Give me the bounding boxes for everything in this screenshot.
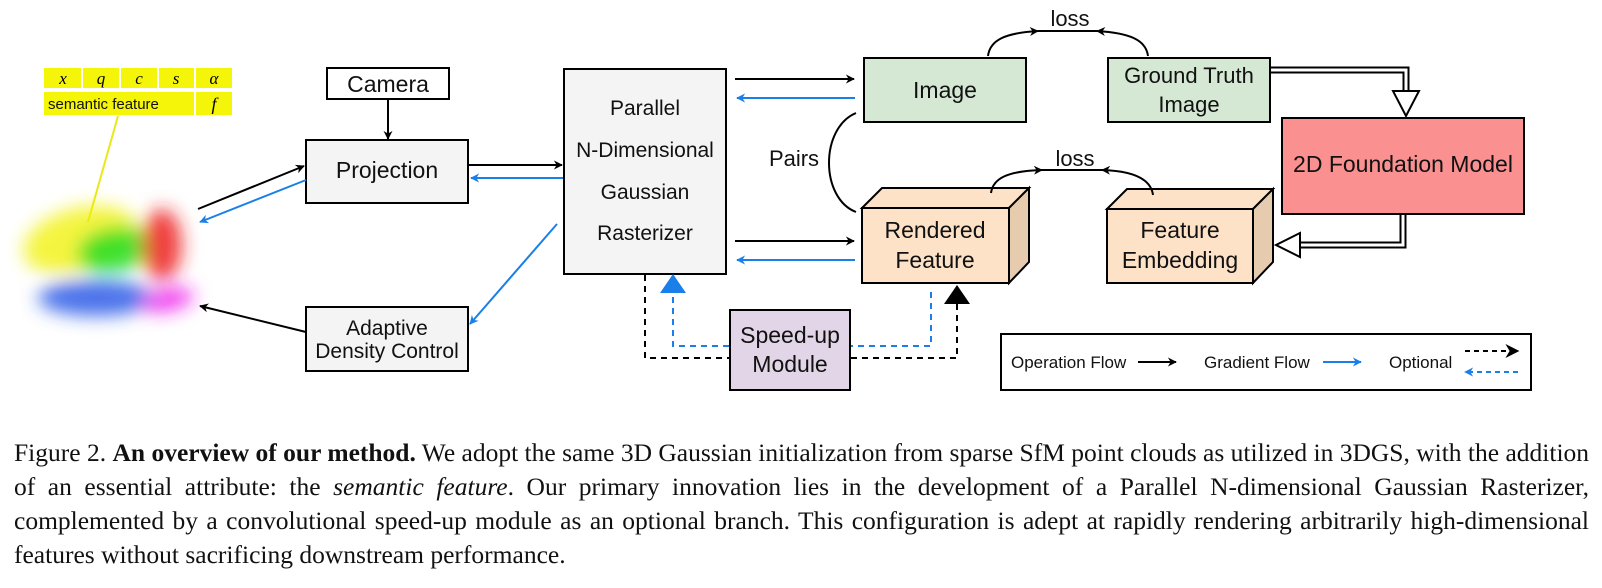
attr-f: f: [211, 94, 219, 114]
projection-label: Projection: [336, 157, 438, 183]
op-arrow-gaussians-to-projection: [197, 164, 305, 210]
image-label: Image: [913, 77, 977, 103]
legend-box: [1000, 333, 1532, 391]
ground-truth-label-line2: Image: [1158, 92, 1219, 117]
adaptive-label-line1: Adaptive: [346, 317, 428, 340]
optional-black-dashed-rasterizer-to-speedup: [644, 275, 729, 359]
attr-x: x: [58, 69, 67, 88]
speedup-module-box: [729, 309, 851, 391]
speedup-label-line2: Module: [752, 351, 827, 377]
optional-blue-dashed-speedup-to-rasterizer: [672, 288, 729, 347]
rendered-feature-label-line2: Feature: [895, 247, 974, 273]
loss-bottom-label: loss: [1055, 146, 1094, 171]
rasterizer-label-line3: Gaussian: [601, 181, 690, 204]
attr-q: q: [97, 69, 106, 88]
grad-arrow-rasterizer-to-adaptive: [469, 223, 558, 325]
op-arrow-adaptive-to-gaussians: [199, 303, 307, 333]
pairs-bracket: [828, 112, 857, 213]
optional-black-dashed-speedup-to-rendered: [851, 304, 958, 359]
camera-label: Camera: [347, 71, 429, 97]
rendered-feature-box: [859, 185, 1032, 286]
gaussian-splats-illustration: [23, 205, 194, 316]
loss-top-label: loss: [1050, 6, 1089, 31]
rasterizer-label-line4: Rasterizer: [597, 222, 693, 245]
adaptive-label-line2: Density Control: [315, 340, 459, 363]
adaptive-density-control-box: [305, 306, 469, 372]
foundation-model-label: 2D Foundation Model: [1293, 151, 1513, 177]
caption-text-part2: . Our primary innovation lies in the dev…: [14, 472, 1590, 569]
loss-curve-bottom-left: [990, 165, 1043, 194]
caption-text-part1: We adopt the same 3D Gaussian initializa…: [14, 438, 1590, 501]
caption-italic-term: semantic feature: [333, 472, 508, 501]
optional-black-arrowhead: [944, 285, 970, 304]
method-overview-diagram: x q c s α semantic feature f Camera Proj…: [23, 6, 1532, 391]
image-box: [863, 57, 1027, 123]
ground-truth-image-box: [1107, 57, 1271, 123]
rendered-feature-label-line1: Rendered: [884, 217, 985, 243]
caption-figure-label: Figure 2.: [14, 438, 107, 467]
hollow-arrow-foundation-to-embedding: [1273, 215, 1407, 259]
pairs-label: Pairs: [769, 146, 819, 171]
caption-bold-title: An overview of our method.: [112, 438, 416, 467]
feature-embedding-box: [1104, 186, 1276, 286]
feature-embedding-label-line2: Embedding: [1122, 247, 1238, 273]
ground-truth-label-line1: Ground Truth: [1124, 63, 1254, 88]
loss-curve-bottom-right: [1101, 165, 1154, 196]
loss-curve-top-left: [987, 26, 1039, 57]
attribute-table: x q c s α semantic feature f: [44, 68, 232, 115]
legend-operation-label: Operation Flow: [1011, 353, 1127, 372]
feature-embedding-label-line1: Feature: [1140, 217, 1219, 243]
rasterizer-label-line2: N-Dimensional: [576, 139, 714, 162]
attr-semantic-feature-label: semantic feature: [48, 96, 159, 113]
speedup-label-line1: Speed-up: [740, 322, 840, 348]
rasterizer-label-line1: Parallel: [610, 97, 680, 120]
figure-caption: Figure 2. An overview of our method. We …: [14, 436, 1589, 572]
legend-gradient-label: Gradient Flow: [1204, 353, 1311, 372]
loss-curve-top-right: [1096, 26, 1149, 57]
hollow-arrow-gt-to-foundation: [1271, 66, 1421, 119]
projection-box: [305, 139, 469, 204]
attr-c: c: [135, 69, 143, 88]
foundation-model-box: [1281, 117, 1525, 215]
camera-box: [326, 67, 450, 100]
rasterizer-box: [563, 68, 727, 275]
legend-optional-label: Optional: [1389, 353, 1452, 372]
attr-s: s: [173, 69, 180, 88]
optional-blue-dashed-rendered-to-speedup: [851, 292, 932, 347]
grad-arrow-projection-to-gaussians: [199, 179, 307, 224]
optional-blue-arrowhead: [660, 274, 686, 293]
attr-alpha: α: [210, 69, 220, 88]
semantic-feature-pointer: [87, 115, 119, 223]
